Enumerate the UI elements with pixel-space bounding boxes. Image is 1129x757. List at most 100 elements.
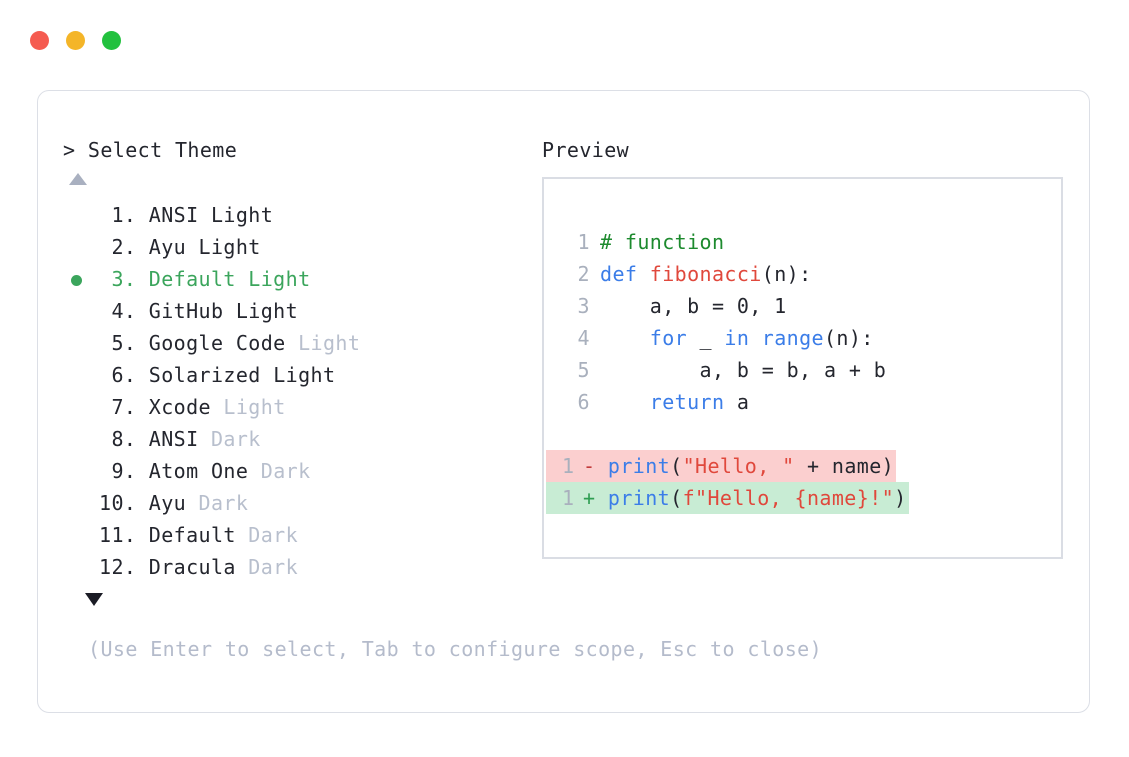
line-number: 6 — [577, 390, 590, 414]
maximize-window-button[interactable] — [102, 31, 121, 50]
theme-item-text: 3. Default Light — [99, 263, 311, 295]
line-number: 5 — [577, 358, 590, 382]
theme-item-text: 12. Dracula Dark — [99, 551, 298, 583]
code-token: a, b = 0, 1 — [600, 294, 787, 318]
theme-item-name: ANSI — [136, 427, 199, 451]
code-token — [600, 390, 650, 414]
theme-item-variant: Light — [260, 363, 336, 387]
theme-item-name: Default — [136, 267, 236, 291]
code-token: + name) — [794, 454, 895, 478]
diff-marker: - — [583, 454, 596, 478]
diff-marker: + — [583, 486, 596, 510]
theme-list-item[interactable]: 1. ANSI Light — [63, 199, 503, 231]
keyboard-hint: (Use Enter to select, Tab to configure s… — [88, 637, 823, 661]
theme-item-name: Dracula — [136, 555, 236, 579]
theme-selector-card: > Select Theme 1. ANSI Light 2. Ayu Ligh… — [37, 90, 1090, 713]
line-number: 1 — [577, 230, 590, 254]
theme-list-item[interactable]: 4. GitHub Light — [63, 295, 503, 327]
code-token: a — [724, 390, 750, 414]
code-token: # function — [600, 230, 725, 254]
theme-item-name: Ayu — [136, 235, 187, 259]
theme-item-variant: Dark — [186, 491, 249, 515]
code-token: _ — [687, 326, 725, 350]
line-number: 1 — [562, 454, 575, 478]
theme-list-item[interactable]: 12. Dracula Dark — [63, 551, 503, 583]
window-traffic-lights — [30, 31, 121, 50]
code-line: 3 a, b = 0, 1 — [564, 290, 886, 322]
theme-list-item[interactable]: 10. Ayu Dark — [63, 487, 503, 519]
theme-item-name: Default — [136, 523, 236, 547]
theme-item-variant: Light — [210, 395, 286, 419]
theme-list-item[interactable]: 6. Solarized Light — [63, 359, 503, 391]
theme-list-item[interactable]: 7. Xcode Light — [63, 391, 503, 423]
theme-item-text: 11. Default Dark — [99, 519, 298, 551]
theme-item-index: 12. — [99, 555, 137, 579]
triangle-up-icon[interactable] — [69, 173, 87, 185]
theme-item-text: 2. Ayu Light — [99, 231, 261, 263]
triangle-down-icon[interactable] — [85, 593, 103, 606]
theme-item-index: 5. — [99, 331, 137, 355]
theme-item-variant: Dark — [248, 459, 311, 483]
selected-indicator-dot — [71, 275, 82, 286]
code-token: a, b = b, a + b — [600, 358, 887, 382]
theme-item-variant: Light — [223, 299, 299, 323]
theme-item-name: Ayu — [136, 491, 187, 515]
theme-list-item[interactable]: 9. Atom One Dark — [63, 455, 503, 487]
diff-line: 1- print("Hello, " + name) — [546, 450, 897, 482]
theme-list-item[interactable]: 3. Default Light — [63, 263, 503, 295]
theme-list-item[interactable]: 11. Default Dark — [63, 519, 503, 551]
code-line: 4 for _ in range(n): — [564, 322, 886, 354]
code-token — [749, 326, 761, 350]
minimize-window-button[interactable] — [66, 31, 85, 50]
diff-line: 1 + print(f"Hello, {name}!") — [546, 482, 909, 514]
theme-item-index: 1. — [99, 203, 137, 227]
theme-item-variant: Light — [285, 331, 361, 355]
code-token: f"Hello, {name}!" — [682, 486, 895, 510]
theme-item-variant: Light — [235, 267, 311, 291]
theme-item-name: Xcode — [136, 395, 211, 419]
theme-list[interactable]: 1. ANSI Light 2. Ayu Light 3. Default Li… — [63, 199, 503, 583]
theme-list-item[interactable]: 2. Ayu Light — [63, 231, 503, 263]
code-token: ( — [670, 454, 683, 478]
code-token: print — [607, 454, 671, 478]
theme-item-index: 7. — [99, 395, 137, 419]
theme-item-variant: Dark — [235, 523, 299, 547]
code-token: ) — [894, 486, 907, 510]
theme-item-name: Atom One — [136, 459, 249, 483]
theme-item-index: 10. — [99, 491, 137, 515]
theme-item-index: 4. — [99, 299, 137, 323]
code-token: ( — [670, 486, 683, 510]
code-token: (n): — [761, 262, 812, 286]
line-number: 3 — [577, 294, 590, 318]
code-token: in — [724, 326, 750, 350]
code-token: (n): — [823, 326, 874, 350]
theme-item-variant: Dark — [198, 427, 261, 451]
theme-item-text: 5. Google Code Light — [99, 327, 360, 359]
theme-item-index: 8. — [99, 427, 137, 451]
theme-item-name: GitHub — [136, 299, 224, 323]
theme-item-name: Solarized — [136, 363, 261, 387]
line-number: 1 — [562, 486, 575, 510]
theme-item-text: 1. ANSI Light — [99, 199, 273, 231]
theme-item-text: 4. GitHub Light — [99, 295, 298, 327]
close-window-button[interactable] — [30, 31, 49, 50]
code-token: range — [761, 326, 824, 350]
theme-list-item[interactable]: 5. Google Code Light — [63, 327, 503, 359]
theme-list-item[interactable]: 8. ANSI Dark — [63, 423, 503, 455]
code-token: print — [607, 486, 671, 510]
diff-spacer — [595, 454, 607, 478]
code-line: 6 return a — [564, 386, 886, 418]
theme-item-text: 10. Ayu Dark — [99, 487, 248, 519]
theme-item-text: 7. Xcode Light — [99, 391, 286, 423]
theme-item-text: 6. Solarized Light — [99, 359, 335, 391]
code-line: 5 a, b = b, a + b — [564, 354, 886, 386]
theme-item-variant: Dark — [235, 555, 299, 579]
theme-item-text: 9. Atom One Dark — [99, 455, 311, 487]
theme-item-index: 6. — [99, 363, 137, 387]
code-token — [600, 326, 650, 350]
theme-item-name: ANSI — [136, 203, 199, 227]
line-number: 4 — [577, 326, 590, 350]
diff-spacer — [595, 486, 607, 510]
